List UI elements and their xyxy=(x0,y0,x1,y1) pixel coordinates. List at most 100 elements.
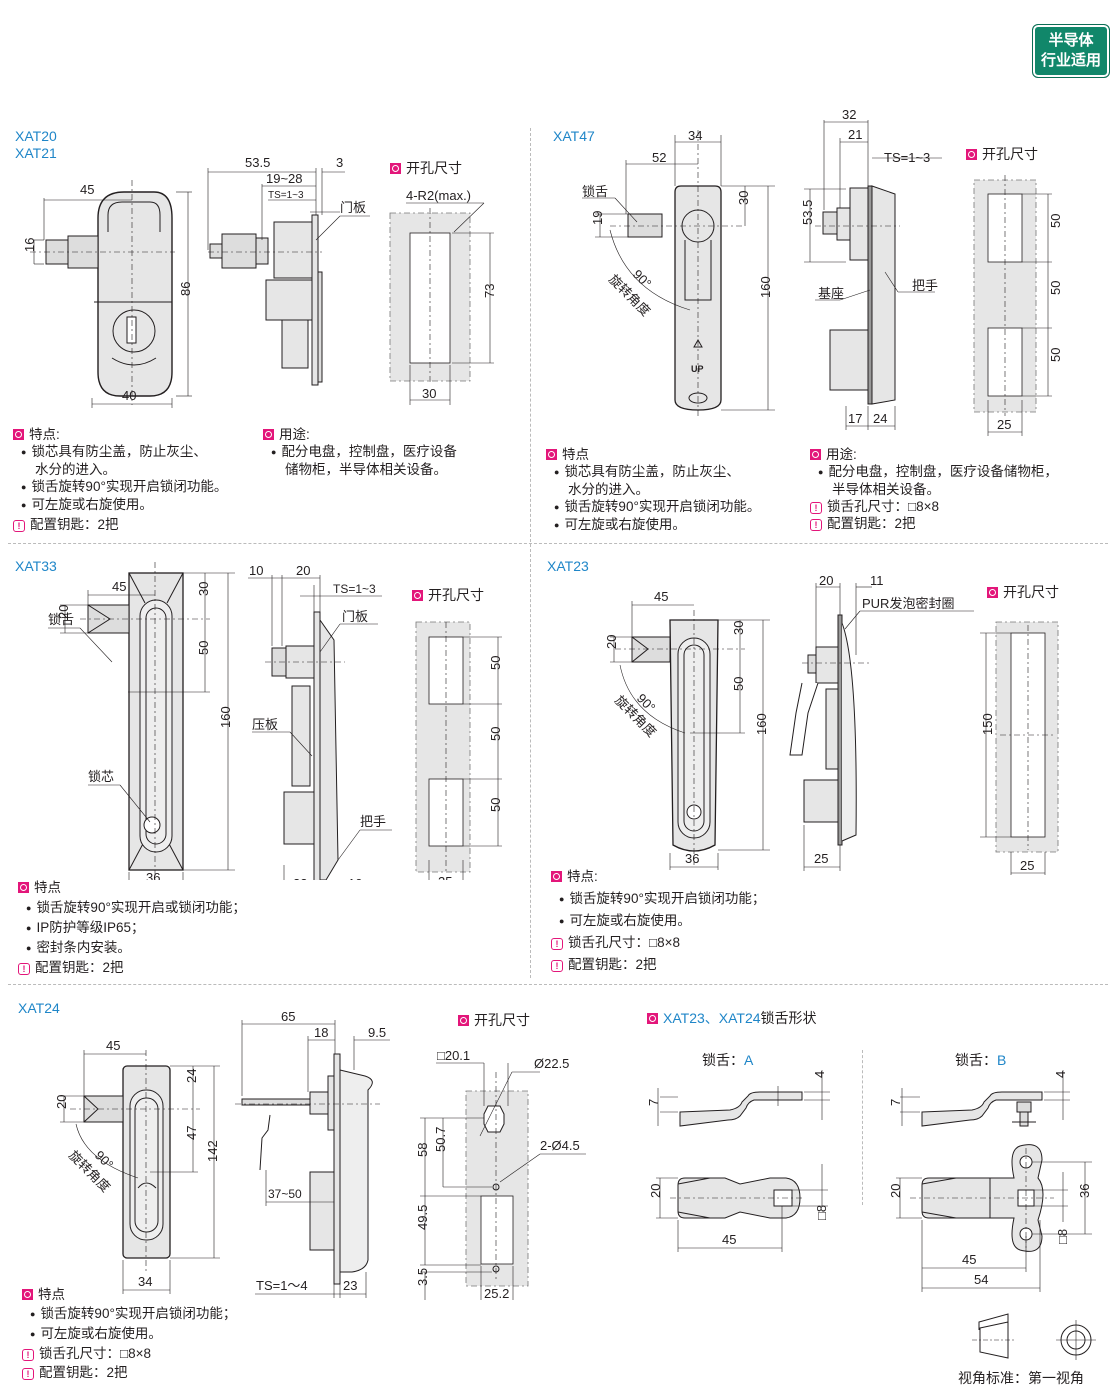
label-door-panel: 门板 xyxy=(342,609,368,624)
dim-xat47-160: 160 xyxy=(758,276,773,298)
section-marker-icon xyxy=(458,1015,469,1026)
dim-xat23-150: 150 xyxy=(980,713,995,735)
label-handle: 把手 xyxy=(912,278,938,293)
dim-xat33-50-c: 50 xyxy=(488,798,503,812)
dim-xat47-17: 17 xyxy=(848,411,862,426)
up-mark: UP xyxy=(691,364,704,374)
dim-xat24-47: 47 xyxy=(184,1126,199,1140)
feature-item: 锁芯具有防尘盖，防止灰尘、 xyxy=(13,443,263,461)
cutout-label: 开孔尺寸 xyxy=(474,1012,530,1028)
dim-xat24-20: 20 xyxy=(54,1095,69,1109)
dim-tongue-b-7: 7 xyxy=(888,1099,903,1106)
dim-xat33-160: 160 xyxy=(218,706,233,728)
dim-tongue-a-45: 45 xyxy=(722,1232,736,1247)
dim-xat24-sq20-1: □20.1 xyxy=(437,1048,470,1063)
dim-xat33-22: 22 xyxy=(293,876,307,880)
dim-xat23-50: 50 xyxy=(731,677,746,691)
xat33-drawings: 45 锁舌 20 30 50 160 锁芯 36 10 20 TS=1~3 门板… xyxy=(48,562,503,880)
model-label-xat33: XAT33 xyxy=(15,558,57,574)
model-xat21: XAT21 xyxy=(15,145,57,161)
use-item-cont: 储物柜，半导体相关设备。 xyxy=(285,462,447,477)
dim-xat47-50-a: 50 xyxy=(1048,214,1063,228)
dim-xat33-36: 36 xyxy=(146,870,160,880)
xat23-drawings: 45 20 30 50 160 36 90° 旋转角度 20 11 PUR发泡密… xyxy=(604,573,1059,875)
section-marker-icon xyxy=(13,429,24,440)
section-marker-icon xyxy=(22,1289,33,1300)
cutout-title-xat33: 开孔尺寸 xyxy=(412,585,484,605)
dim-xat33-20: 20 xyxy=(56,605,71,619)
dim-xat20-30: 30 xyxy=(422,386,436,401)
label-tongue: 锁舌 xyxy=(48,612,74,627)
tongue-b-label: 锁舌：B xyxy=(955,1050,1006,1070)
xat47-features: 特点 锁芯具有防尘盖，防止灰尘、 水分的进入。 锁舌旋转90°实现开启锁闭功能。… xyxy=(546,446,806,534)
dim-xat20-86: 86 xyxy=(178,282,193,296)
tongue-a-letter: A xyxy=(744,1052,754,1068)
xat20-features: 特点: 锁芯具有防尘盖，防止灰尘、 水分的进入。 锁舌旋转90°实现开启锁闭功能… xyxy=(13,426,263,533)
label-lock-core: 锁芯 xyxy=(88,769,114,784)
xat33-features: 特点 锁舌旋转90°实现开启或锁闭功能； IP防护等级IP65； 密封条内安装。… xyxy=(18,878,318,978)
dim-xat23-30: 30 xyxy=(731,621,746,635)
features-title: 特点: xyxy=(567,869,598,884)
feature-item: 可左旋或右旋使用。 xyxy=(22,1324,322,1344)
dim-tongue-b-sq8: □8 xyxy=(1055,1229,1070,1244)
horizontal-divider xyxy=(8,984,1108,985)
dim-xat24-142: 142 xyxy=(205,1140,220,1162)
semiconductor-industry-badge: 半导体 行业适用 xyxy=(1032,24,1110,78)
xat23-features: 特点: 锁舌旋转90°实现开启锁闭功能； 可左旋或右旋使用。 !锁舌孔尺寸：□8… xyxy=(551,866,851,976)
feature-item-cont: 水分的进入。 xyxy=(35,462,116,477)
feature-item: 可左旋或右旋使用。 xyxy=(546,516,806,534)
horizontal-divider xyxy=(8,543,1108,544)
keys-note: 配置钥匙：2把 xyxy=(568,957,657,972)
dim-tongue-a-7: 7 xyxy=(646,1099,661,1106)
dim-xat24-45: 45 xyxy=(106,1038,120,1053)
cutout-label: 开孔尺寸 xyxy=(1003,584,1059,600)
dim-tongue-a-sq8: □8 xyxy=(814,1205,829,1220)
label-pur-seal: PUR发泡密封圈 xyxy=(862,596,954,611)
feature-item: 可左旋或右旋使用。 xyxy=(13,496,263,514)
dim-xat20-73: 73 xyxy=(482,284,497,298)
dim-tongue-b-54: 54 xyxy=(974,1272,988,1287)
tongue-b-prefix: 锁舌： xyxy=(955,1052,997,1068)
feature-item: 锁芯具有防尘盖，防止灰尘、 xyxy=(546,463,806,481)
use-item: 配分电盘，控制盘，医疗设备储物柜， xyxy=(810,463,1110,481)
dim-xat47-24: 24 xyxy=(873,411,887,426)
dim-xat33-10: 10 xyxy=(249,563,263,578)
hole-size-note: 锁舌孔尺寸：□8×8 xyxy=(568,935,681,950)
dim-xat23-25-side: 25 xyxy=(814,851,828,866)
tongue-shape-drawings: 7 4 20 45 □8 7 4 20 36 □8 45 54 xyxy=(646,1070,1092,1330)
label-base: 基座 xyxy=(818,286,844,301)
label-pressure-plate: 压板 xyxy=(252,717,278,732)
dim-xat24-25-2: 25.2 xyxy=(484,1286,509,1300)
features-title: 特点 xyxy=(562,447,589,462)
features-title: 特点 xyxy=(34,880,61,895)
dim-xat20-3: 3 xyxy=(336,155,343,170)
cutout-label: 开孔尺寸 xyxy=(428,587,484,603)
cutout-label: 开孔尺寸 xyxy=(406,160,462,176)
projection-standard: 视角标准：第一视角 xyxy=(958,1370,1084,1386)
xat24-drawings: 45 20 24 47 142 34 90° 旋转角度 65 18 9.5 37… xyxy=(54,1010,586,1300)
dim-xat24-9-5: 9.5 xyxy=(368,1025,386,1040)
section-marker-icon xyxy=(412,590,423,601)
feature-item: IP防护等级IP65； xyxy=(18,918,318,938)
dim-xat47-30: 30 xyxy=(736,191,751,205)
first-angle-projection-icon xyxy=(972,1320,1096,1360)
section-marker-icon xyxy=(18,882,29,893)
keys-note: 配置钥匙：2把 xyxy=(39,1365,128,1380)
dim-xat24-58: 58 xyxy=(415,1143,430,1157)
cutout-label: 开孔尺寸 xyxy=(982,146,1038,162)
section-marker-icon xyxy=(987,587,998,598)
dim-xat23-20: 20 xyxy=(604,635,619,649)
xat47-uses: 用途: 配分电盘，控制盘，医疗设备储物柜， 半导体相关设备。 !锁舌孔尺寸：□8… xyxy=(810,446,1110,532)
dim-xat33-25: 25 xyxy=(438,874,452,880)
dim-xat33-50: 50 xyxy=(196,641,211,655)
section-marker-icon xyxy=(810,449,821,460)
dim-tongue-b-20: 20 xyxy=(888,1184,903,1198)
features-title: 特点 xyxy=(38,1287,65,1302)
feature-item: 锁舌旋转90°实现开启锁闭功能； xyxy=(551,888,851,910)
keys-note: 配置钥匙：2把 xyxy=(827,516,916,531)
keys-note: 配置钥匙：2把 xyxy=(30,517,119,532)
model-label-xat47: XAT47 xyxy=(553,128,595,144)
dim-tongue-b-45: 45 xyxy=(962,1252,976,1267)
dim-xat24-holes: 2-Ø4.5 xyxy=(540,1138,580,1153)
notice-icon: ! xyxy=(810,502,822,514)
